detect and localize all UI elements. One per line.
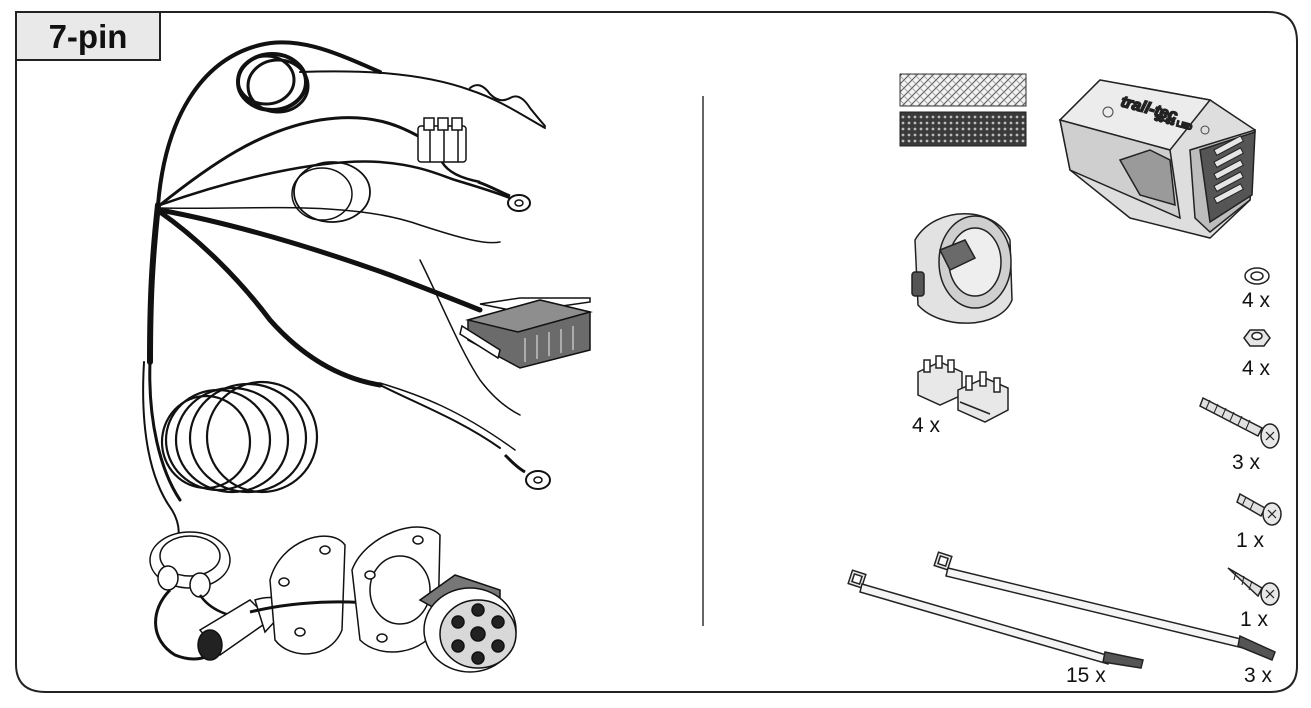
short-screw [1236, 492, 1282, 526]
velcro-strip-loop [899, 111, 1027, 147]
long-cable-tie-quantity: 3 x [1244, 664, 1273, 687]
hex-nut [1243, 329, 1271, 347]
scotch-lock-quantity: 4 x [912, 414, 941, 437]
short-screw-quantity: 1 x [1236, 529, 1265, 552]
ring-washer-quantity: 4 x [1242, 289, 1271, 312]
mounting-plate-front [351, 526, 441, 653]
tapping-screw-quantity: 1 x [1240, 608, 1269, 631]
frame-border [15, 11, 1298, 693]
tapping-screw [1227, 567, 1280, 606]
page-title: 7-pin [49, 18, 128, 55]
nut-quantity: 4 x [1242, 357, 1271, 380]
trail-tec-module: trail-tec 30-03 LED [1058, 79, 1256, 239]
velcro-strip-hook [899, 73, 1027, 107]
short-cable-tie [847, 569, 1144, 669]
socket-cap [911, 213, 1013, 324]
ring-terminal-lower [503, 453, 551, 490]
three-pin-plug [417, 117, 481, 184]
title-tab: 7-pin [15, 11, 161, 61]
ring-washer [1244, 267, 1270, 285]
long-screw [1199, 396, 1280, 449]
grommet [149, 531, 251, 661]
module-connector [459, 297, 593, 369]
mounting-plate-back [269, 535, 346, 655]
ring-terminal-upper [477, 180, 531, 212]
long-screw-quantity: 3 x [1232, 451, 1261, 474]
seven-pin-socket [418, 574, 517, 673]
scotch-lock-connectors [917, 355, 1009, 423]
long-cable-tie [933, 551, 1276, 661]
wiring-harness [142, 40, 546, 541]
short-cable-tie-quantity: 15 x [1066, 664, 1106, 687]
